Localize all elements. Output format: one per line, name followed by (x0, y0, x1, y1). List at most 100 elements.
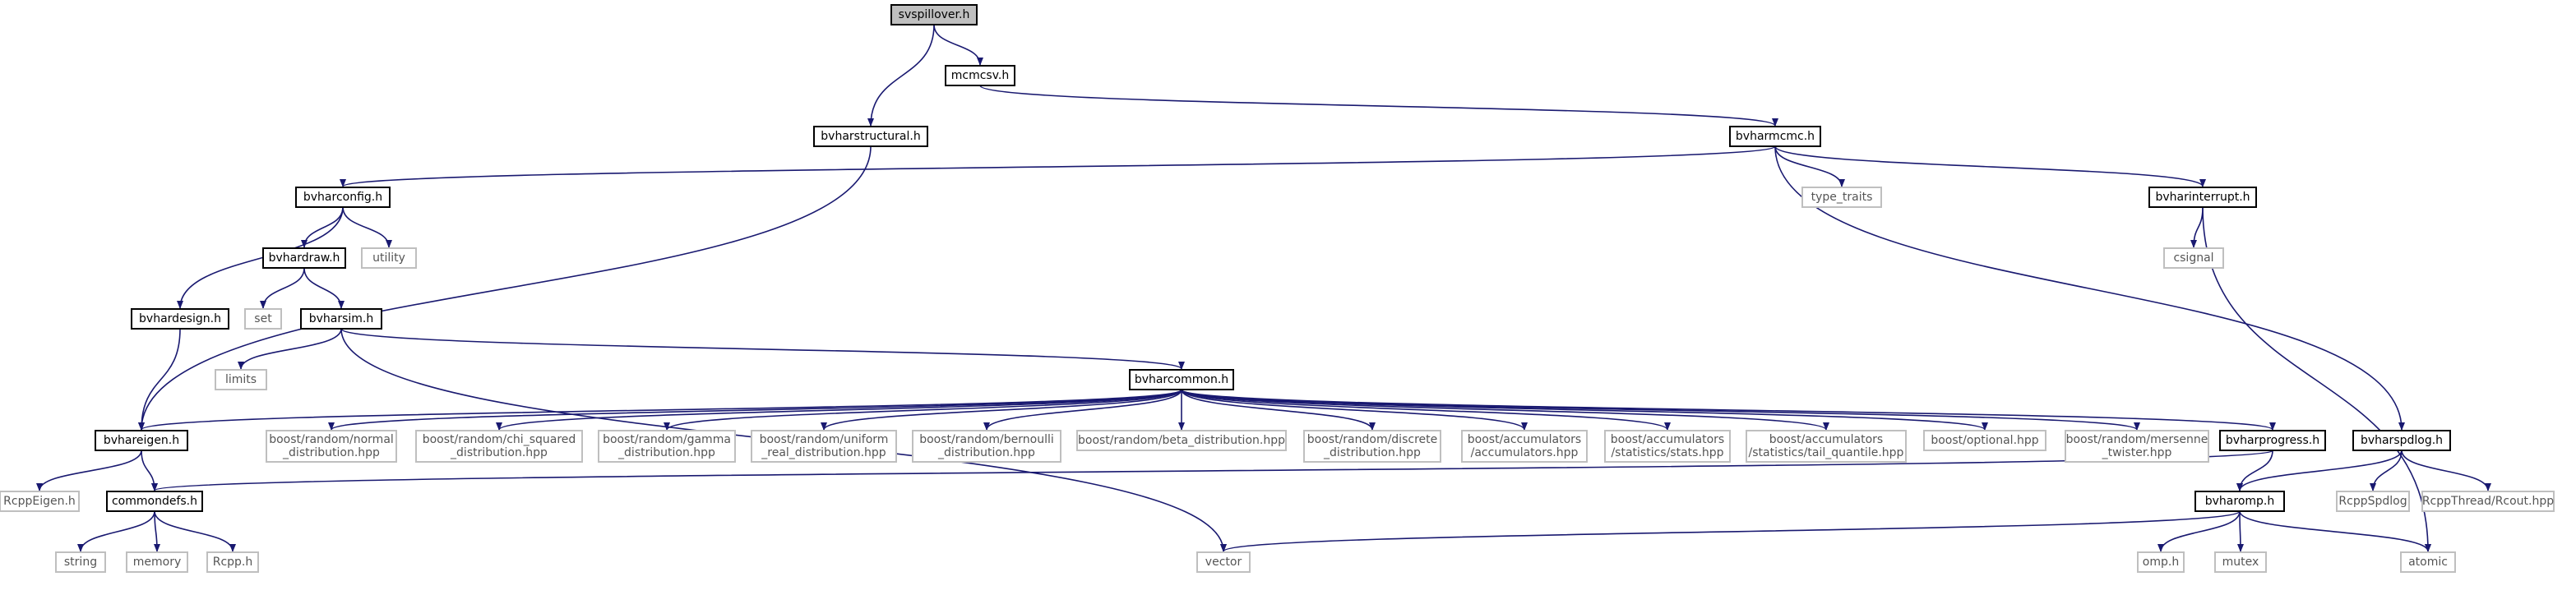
node-label: svspillover.h (899, 8, 970, 21)
node-boost-accumulators-accumulators-hpp: boost/accumulators/accumulators.hpp (1461, 430, 1588, 463)
node-box (1129, 369, 1234, 390)
edge-commondefs-to-memory (153, 510, 160, 552)
node-label: limits (225, 373, 257, 386)
node-label: _distribution.hpp (617, 446, 715, 459)
node-label: bvharomp.h (2205, 495, 2275, 508)
node-box (2194, 491, 2285, 512)
node-bvharstructural-h[interactable]: bvharstructural.h (813, 126, 928, 147)
node-set: set (244, 308, 282, 330)
node-box (2219, 430, 2326, 451)
node-boost-random-uniform-real-distribution-hpp: boost/random/uniform_real_distribution.h… (751, 430, 897, 463)
node-label: boost/accumulators (1611, 433, 1724, 446)
node-mutex: mutex (2214, 551, 2267, 573)
node-bvhardraw-h[interactable]: bvhardraw.h (262, 247, 346, 269)
edge-bvhardraw-to-bvharsim (303, 267, 345, 309)
node-label: _distribution.hpp (450, 446, 548, 459)
node-box (2137, 551, 2185, 573)
node-utility: utility (361, 247, 417, 269)
node-commondefs-h[interactable]: commondefs.h (106, 491, 203, 512)
node-label: atomic (2408, 556, 2448, 569)
node-label: Rcpp.h (213, 556, 253, 569)
node-box (2421, 491, 2555, 512)
edge-commondefs-to-rcpp (154, 510, 236, 552)
node-label: RcppSpdlog (2338, 495, 2407, 508)
edge-bvharomp-to-vector (1220, 510, 2241, 552)
node-box (244, 308, 282, 330)
node-label: boost/accumulators (1769, 433, 1883, 446)
node-bvharinterrupt-h[interactable]: bvharinterrupt.h (2148, 187, 2257, 208)
node-mcmcsv-h[interactable]: mcmcsv.h (945, 65, 1015, 86)
node-label: bvharcommon.h (1135, 373, 1228, 386)
node-bvharcommon-h[interactable]: bvharcommon.h (1129, 369, 1234, 390)
node-box (262, 247, 346, 269)
node-boost-random-discrete-distribution-hpp: boost/random/discrete_distribution.hpp (1303, 430, 1441, 463)
node-boost-random-beta-distribution-hpp: boost/random/beta_distribution.hpp (1076, 430, 1287, 451)
node-svspillover-h[interactable]: svspillover.h (890, 4, 978, 25)
node-label: boost/random/discrete (1307, 433, 1437, 446)
node-csignal: csignal (2163, 247, 2224, 269)
node-box (2163, 247, 2224, 269)
node-bvharsim-h[interactable]: bvharsim.h (300, 308, 382, 330)
node-label: vector (1205, 556, 1242, 569)
node-rcppthread-rcout-hpp: RcppThread/Rcout.hpp (2421, 491, 2555, 512)
node-bvhardesign-h[interactable]: bvhardesign.h (131, 308, 229, 330)
node-box (2148, 187, 2257, 208)
edge-bvharcommon-to-uniform (821, 389, 1182, 431)
node-label: _real_distribution.hpp (761, 446, 886, 459)
node-bvhareigen-h[interactable]: bvhareigen.h (95, 430, 188, 451)
node-label: bvharsim.h (309, 312, 374, 325)
node-box (361, 247, 417, 269)
edge-bvharspdlog-to-rcppspdlog (2370, 450, 2403, 491)
edge-bvharinterrupt-to-csignal (2190, 206, 2204, 248)
node-box (300, 308, 382, 330)
node-box (106, 491, 203, 512)
node-label: boost/random/mersenne (2066, 433, 2208, 446)
node-label: boost/random/bernoulli (919, 433, 1054, 446)
node-bvharomp-h[interactable]: bvharomp.h (2194, 491, 2285, 512)
node-omp-h: omp.h (2137, 551, 2185, 573)
edge-bvharcommon-to-gamma (664, 389, 1182, 431)
node-bvharmcmc-h[interactable]: bvharmcmc.h (1729, 126, 1821, 147)
edges-layer (36, 24, 2491, 552)
edge-bvharmcmc-to-bvharinterrupt (1774, 145, 2206, 187)
node-boost-accumulators-statistics-stats-hpp: boost/accumulators/statistics/stats.hpp (1604, 430, 1731, 463)
node-label: /statistics/stats.hpp (1611, 446, 1723, 459)
node-box (415, 430, 583, 463)
node-box (215, 369, 267, 390)
node-box (1801, 187, 1882, 208)
node-boost-optional-hpp: boost/optional.hpp (1923, 430, 2046, 451)
node-memory: memory (126, 551, 188, 573)
node-box (1461, 430, 1588, 463)
edge-bvharcommon-to-bvhareigen (138, 389, 1182, 431)
node-box (95, 430, 188, 451)
node-label: bvharconfig.h (303, 191, 382, 204)
node-label: bvhardraw.h (269, 251, 340, 265)
node-label: string (64, 556, 97, 569)
node-label: omp.h (2143, 556, 2179, 569)
node-box (266, 430, 397, 463)
node-bvharconfig-h[interactable]: bvharconfig.h (295, 187, 391, 208)
node-rcpp-h: Rcpp.h (206, 551, 259, 573)
node-vector: vector (1196, 551, 1251, 573)
node-label: mcmcsv.h (951, 69, 1010, 82)
edge-bvharmcmc-to-type_traits (1774, 145, 1845, 187)
node-label: commondefs.h (112, 495, 197, 508)
edge-bvharsim-to-limits (238, 328, 342, 370)
node-bvharprogress-h[interactable]: bvharprogress.h (2219, 430, 2326, 451)
node-bvharspdlog-h[interactable]: bvharspdlog.h (2352, 430, 2451, 451)
node-box (813, 126, 928, 147)
edge-bvharcommon-to-chisq (496, 389, 1182, 431)
node-label: bvharstructural.h (821, 130, 920, 143)
edge-bvharcommon-to-tailq (1181, 389, 1829, 431)
edge-bvharcommon-to-normal (328, 389, 1182, 431)
node-label: set (254, 312, 272, 325)
node-box (598, 430, 736, 463)
edge-bvharconfig-to-bvhardesign (177, 206, 344, 309)
node-box (945, 65, 1015, 86)
nodes-layer: svspillover.h mcmcsv.h bvharstructural.h bv… (0, 4, 2555, 573)
node-label: type_traits (1811, 191, 1873, 204)
node-label: _distribution.hpp (937, 446, 1035, 459)
node-boost-random-bernoulli-distribution-hpp: boost/random/bernoulli_distribution.hpp (912, 430, 1061, 463)
node-label: _distribution.hpp (1323, 446, 1421, 459)
